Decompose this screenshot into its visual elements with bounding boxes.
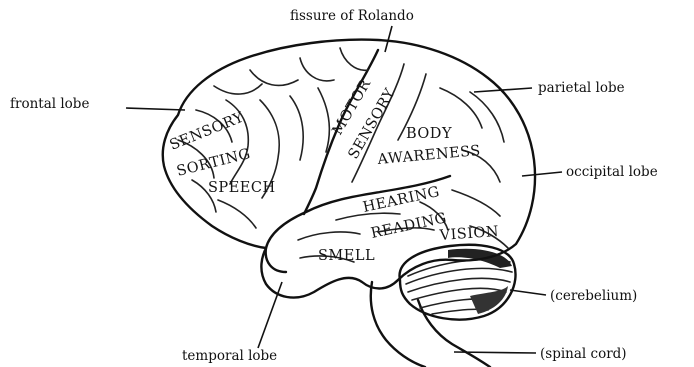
region-body-label: BODY <box>406 126 452 142</box>
region-vision-label: VISION <box>438 224 499 244</box>
cerebellum <box>400 245 516 320</box>
frontal-lobe-label: frontal lobe <box>10 96 89 112</box>
occipital-leader <box>522 172 562 176</box>
region-sensory-label: SENSORY <box>168 109 247 153</box>
spinal-cord-label: (spinal cord) <box>540 346 627 362</box>
frontal-leader <box>126 108 185 110</box>
spinal-leader <box>454 352 536 353</box>
region-speech-label: SPEECH <box>208 180 276 196</box>
region-awareness-label: AWARENESS <box>376 143 481 168</box>
fissure-leader <box>385 26 392 52</box>
occipital-lobe-label: occipital lobe <box>566 164 658 180</box>
region-reading-label: READING <box>370 210 449 242</box>
parietal-lobe-label: parietal lobe <box>538 80 625 96</box>
fissure-of-rolando-label: fissure of Rolando <box>290 8 414 24</box>
cerebellum-label: (cerebelium) <box>550 288 637 304</box>
brain-stem <box>371 282 425 367</box>
cerebellum-leader <box>510 290 546 295</box>
temporal-leader <box>258 282 282 348</box>
region-smell-label: SMELL <box>318 248 375 264</box>
temporal-lobe-label: temporal lobe <box>182 348 277 364</box>
